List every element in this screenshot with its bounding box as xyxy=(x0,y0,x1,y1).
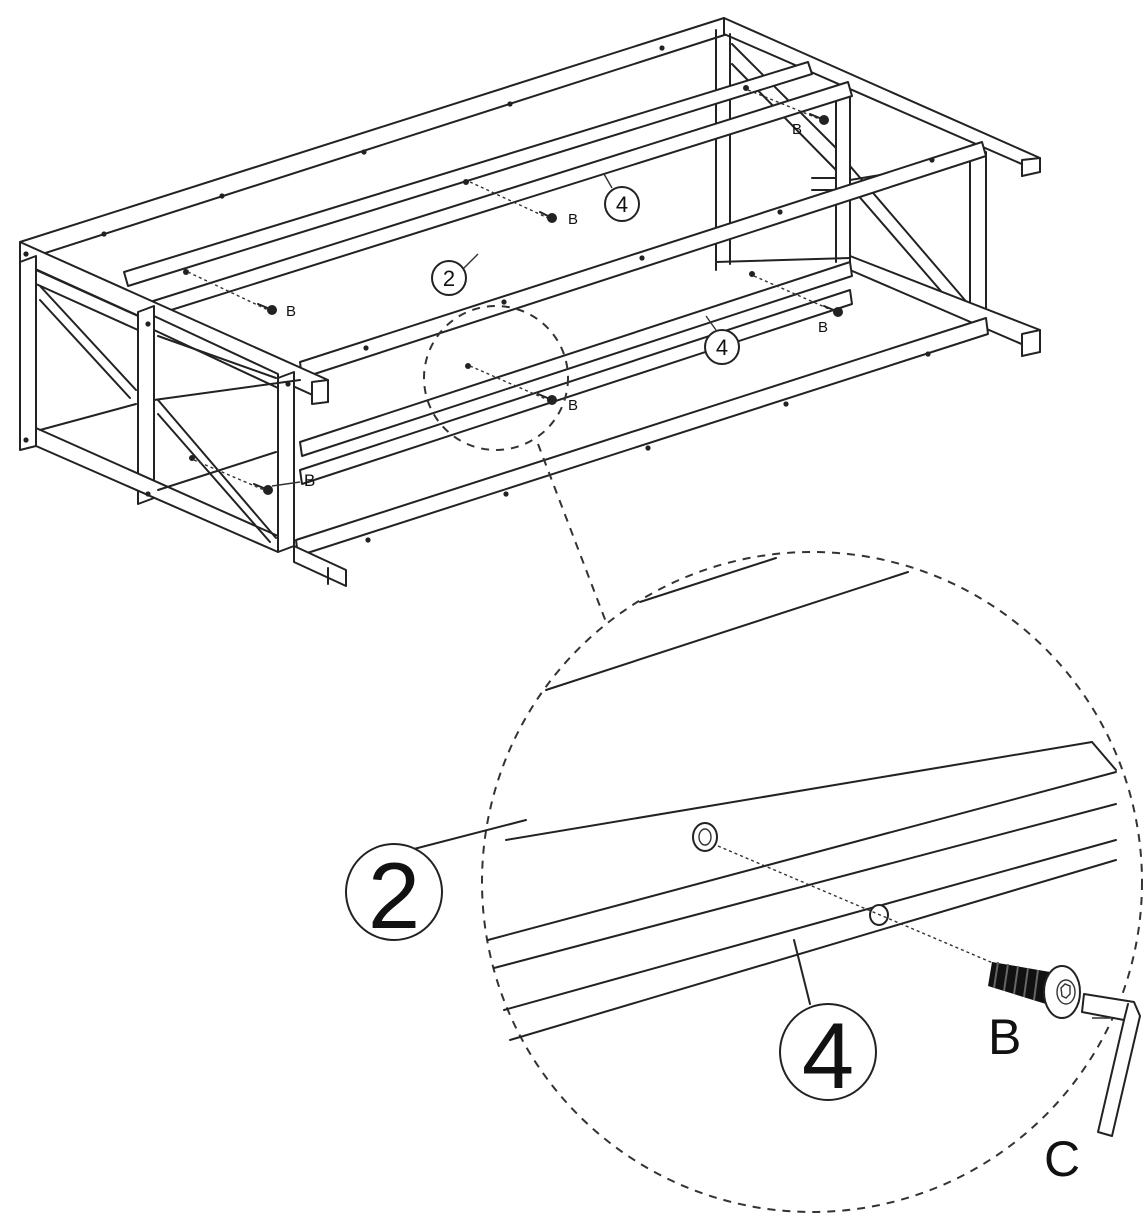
rail-end-top-left xyxy=(311,379,329,405)
zoom-detail-circle xyxy=(481,551,1143,1213)
callout-part-4-small-upper xyxy=(604,186,640,222)
zoom-connector xyxy=(537,443,607,623)
bolt-b-detail-icon xyxy=(988,961,1081,1019)
frame-screw-holes xyxy=(23,45,935,543)
callout-part-4-large xyxy=(779,1003,877,1101)
bolt-label: B xyxy=(304,471,315,490)
rail-end-top-right xyxy=(1021,157,1041,177)
hex-key-c-detail-label: C xyxy=(1044,1131,1080,1187)
top-right-rail xyxy=(723,17,1041,173)
bolt-icons xyxy=(187,89,843,495)
slat-1 xyxy=(123,61,813,287)
left-leg-back xyxy=(19,255,37,451)
threaded-insert-hole xyxy=(692,822,718,852)
zoom-source-circle xyxy=(423,305,569,451)
rail-end-bottom-right xyxy=(1021,329,1041,357)
rail-end-bottom-left xyxy=(293,545,347,587)
callout-part-2-large xyxy=(345,843,443,941)
callout-part-4-small-lower-label: 4 xyxy=(716,335,728,360)
slat-4 xyxy=(299,261,853,457)
callout-part-4-small-upper-label: 4 xyxy=(616,192,628,217)
top-back-rail xyxy=(19,17,741,257)
bolt-label: B xyxy=(792,121,802,138)
callout-part-2-large-label: 2 xyxy=(368,843,420,948)
bolt-label: B xyxy=(818,319,828,336)
hex-key-c-icon xyxy=(1081,993,1141,1137)
left-leg-front xyxy=(277,371,295,553)
left-top-inner-rail-2 xyxy=(153,315,279,389)
callout-part-4-large-leader xyxy=(793,939,811,1005)
frame-assembly: B B B B B B 2 4 4 xyxy=(19,17,1041,587)
bolt-b-detail-label: B xyxy=(988,1009,1021,1065)
callout-part-4-large-label: 4 xyxy=(802,1003,854,1108)
callout-part-2-small-label: 2 xyxy=(443,266,455,291)
callout-part-2-large-leader xyxy=(409,819,527,851)
slat-2 xyxy=(149,81,853,317)
left-top-inner-rail xyxy=(35,269,139,331)
detail-view: B C 2 4 xyxy=(345,557,1141,1187)
callout-part-4-small-lower xyxy=(704,329,740,365)
callout-part-2-small xyxy=(431,260,467,296)
bolt-label: B xyxy=(568,397,578,414)
zoom-indicator xyxy=(423,305,1143,1213)
bolt-label: B xyxy=(568,211,578,228)
bolt-label: B xyxy=(286,303,296,320)
